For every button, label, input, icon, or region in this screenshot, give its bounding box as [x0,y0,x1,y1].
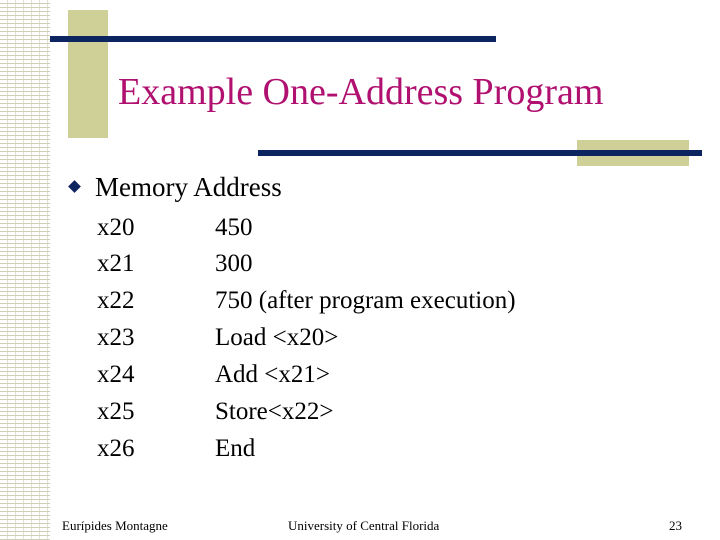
memory-value: Add <x21> [215,361,331,388]
diamond-bullet-icon [68,180,81,194]
footer-page-number: 23 [669,518,682,533]
memory-address: x20 [97,214,135,241]
middle-rule [258,150,702,156]
bullet-heading: Memory Address [68,172,282,203]
slide-title: Example One-Address Program [118,71,604,113]
memory-value: 300 [215,250,253,277]
memory-address: x26 [97,435,135,462]
memory-value: Load <x20> [215,324,339,351]
memory-address: x22 [97,287,135,314]
memory-address: x24 [97,361,135,388]
memory-value: 450 [215,214,253,241]
top-rule [50,36,496,42]
memory-value: Store<x22> [215,398,334,425]
footer-institution: University of Central Florida [288,518,440,533]
striped-margin-decoration [0,0,50,540]
bullet-heading-text: Memory Address [95,172,282,202]
memory-address: x25 [97,398,135,425]
memory-value: End [215,435,256,462]
accent-block-left [68,10,108,138]
footer-author: Eurípides Montagne [62,518,168,533]
memory-value: 750 (after program execution) [215,287,516,314]
memory-address: x23 [97,324,135,351]
memory-address: x21 [97,250,135,277]
